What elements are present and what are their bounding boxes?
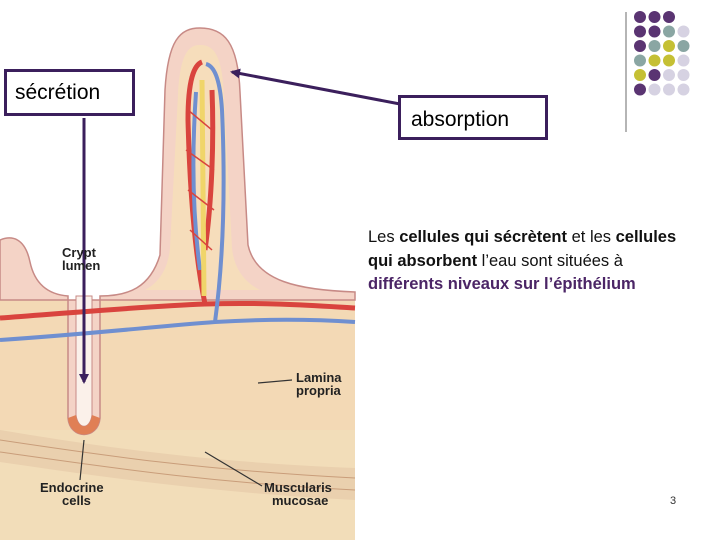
lamina-leader-line [257,379,293,384]
muscularis-label-line1: Muscularis [264,480,332,495]
decorative-dot [663,83,675,96]
decorative-dot [677,83,690,96]
lamina-propria-label: Lamina propria [296,371,342,397]
lacteal-vessel [199,79,207,297]
decorative-dot [634,40,646,52]
description-text: Les cellules qui sécrètent et les cellul… [368,226,688,297]
desc-part: l’eau sont situées à [477,251,623,270]
crypt-label-line1: Crypt [62,245,96,260]
absorption-callout-box: absorption [398,95,548,140]
decorative-dot [677,69,690,81]
decorative-dot [663,11,675,23]
muscularis-stripes [0,439,356,491]
muscularis-mucosae-layer [0,430,355,500]
page-number: 3 [670,495,677,507]
decorative-dot [648,40,661,52]
decorative-dot [663,40,675,52]
decorative-dot-grid [634,11,690,96]
decorative-dot [634,54,646,67]
decorative-dot [648,83,661,96]
crypt-label-line2: lumen [62,258,101,273]
lamina-label-line1: Lamina [296,370,342,385]
arrow-to-villus [230,68,401,106]
decorative-dot [634,83,646,96]
decorative-dot [663,54,675,67]
capillary-net [185,109,215,251]
decorative-dot [648,11,661,23]
decorative-dot [677,54,690,67]
decorative-dot [663,69,675,81]
muscularis-mucosae-label: Muscularis mucosae [264,481,332,507]
endocrine-label-line1: Endocrine [40,480,104,495]
decorative-dot [648,54,661,67]
decorative-dot [677,25,690,38]
vein-vessel [0,62,356,342]
decorative-dot [634,25,646,38]
secretion-label: sécrétion [15,81,101,104]
muscularis-leader-line [204,451,263,487]
secretion-callout-box: sécrétion [4,69,135,116]
crypt-base-cells [68,415,100,435]
decorative-dot [677,40,690,52]
desc-part: Les [368,228,400,246]
absorption-label: absorption [411,108,510,131]
decorative-dot [634,69,646,81]
decorative-dot [648,69,661,81]
muscularis-label-line2: mucosae [272,493,329,508]
desc-bold: cellules qui absorbent [368,228,677,270]
lamina-label-line2: propria [296,383,341,398]
crypt-lumen-label: Crypt lumen [62,246,100,272]
endocrine-label-line2: cells [62,493,91,508]
decorative-dot [634,11,646,23]
decorative-dot [663,25,675,38]
endocrine-leader-line [79,439,85,481]
decorative-dot [648,25,661,38]
desc-highlight: différents niveaux sur l’épithélium [368,275,636,293]
desc-bold: cellules qui sécrètent [399,228,568,246]
desc-part: et les [567,228,616,246]
endocrine-cells-label: Endocrine cells [40,481,104,507]
